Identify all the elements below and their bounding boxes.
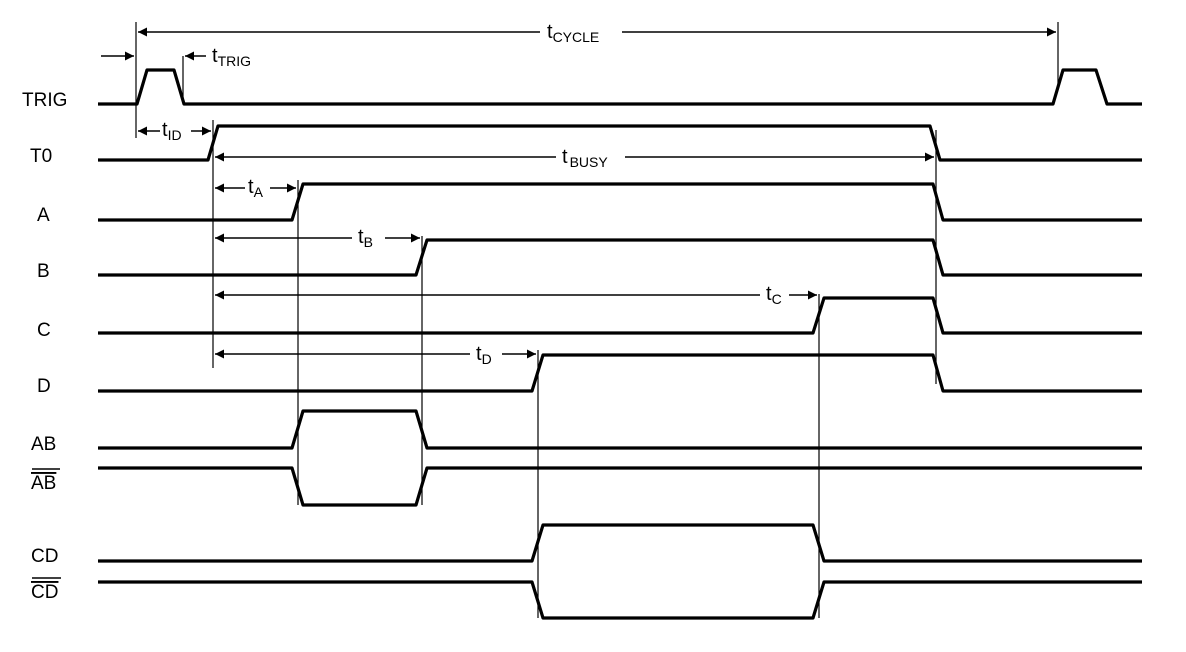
waveform-ab-bar [98, 466, 1142, 507]
timing-label-id: tID [162, 119, 182, 143]
waveform-d [98, 353, 1142, 393]
signal-label-ab: AB [31, 434, 56, 455]
waveform-cd-bar [98, 580, 1142, 620]
waveform-cd [98, 523, 1142, 563]
waveform-ab [98, 409, 1142, 450]
signal-label-trig: TRIG [22, 90, 67, 111]
waveform-trig [98, 68, 1142, 106]
signal-label-cd: CD [31, 546, 58, 567]
timing-label-b: tB [358, 226, 373, 250]
waveform-c [98, 296, 1142, 335]
waveform-t0 [98, 124, 1142, 162]
signal-label-c: C [37, 320, 51, 341]
waveform-a [98, 182, 1142, 222]
timing-label-trig: tTRIG [212, 45, 251, 69]
signal-label-d: D [37, 376, 51, 397]
timing-label-a: tA [248, 176, 264, 200]
signal-label-a: A [37, 205, 50, 226]
timing-label-d: tD [476, 343, 492, 367]
signal-label-b: B [37, 261, 50, 282]
timing-label-c: tC [766, 283, 782, 307]
signal-label-t0: T0 [30, 146, 52, 167]
timing-label-cycle: tCYCLE [547, 21, 599, 45]
signal-label-ab-bar: AB [31, 473, 56, 494]
signal-label-cd-bar: CD [31, 582, 58, 603]
waveform-b [98, 238, 1142, 277]
